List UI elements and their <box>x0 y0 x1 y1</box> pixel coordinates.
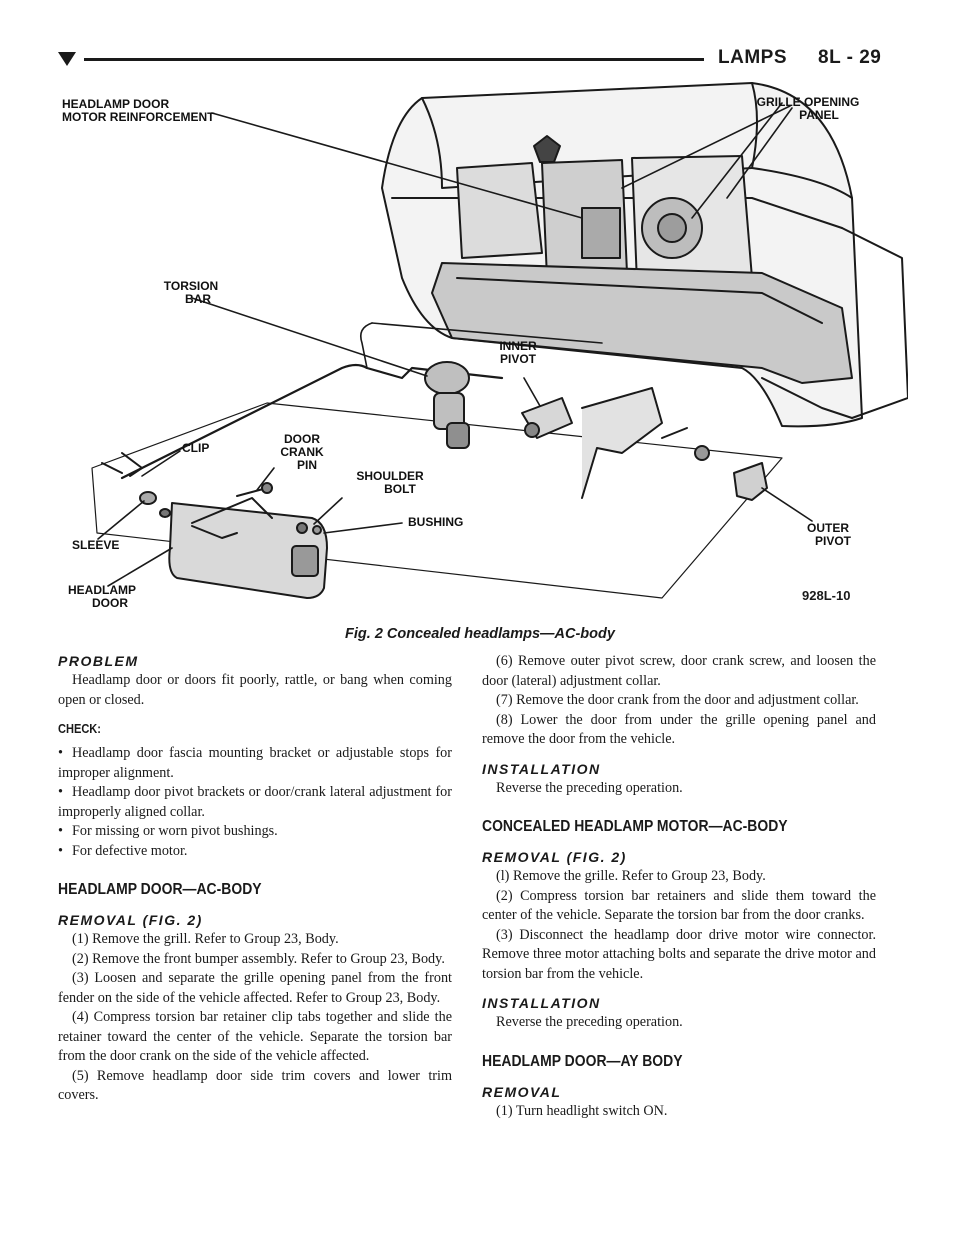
installation-heading: INSTALLATION <box>482 760 601 777</box>
bullet-text: For defective motor. <box>72 842 188 859</box>
installation-text-2: Reverse the preceding operation. <box>496 1014 683 1030</box>
step: (3) Loosen and separate the grille openi… <box>58 970 452 1006</box>
label-bushing: BUSHING <box>408 515 464 529</box>
step: (l) Remove the grille. Refer to Group 23… <box>496 868 766 884</box>
problem-text: Headlamp door or doors fit poorly, rattl… <box>58 672 452 708</box>
label-line: PIVOT <box>814 534 851 548</box>
headlamp-assembly-illustration <box>91 82 908 599</box>
motor-removal-heading: REMOVAL (FIG. 2) <box>482 849 627 865</box>
page-number: 8L - 29 <box>818 47 882 68</box>
list-item: • For defective motor. <box>58 842 452 862</box>
step: (7) Remove the door crank from the door … <box>496 692 859 708</box>
step: (4) Compress torsion bar retainer clip t… <box>58 1009 452 1064</box>
figure-concealed-headlamps: HEADLAMP DOOR MOTOR REINFORCEMENT GRILLE… <box>62 78 908 624</box>
label-door-crank-pin: DOOR CRANK PIN <box>272 433 332 472</box>
left-column: PROBLEM Headlamp door or doors fit poorl… <box>58 652 452 1106</box>
figure-code: 928L-10 <box>802 588 851 603</box>
section-heading-headlamp-door-ay: HEADLAMP DOOR—AY BODY <box>482 1052 683 1070</box>
label-line: GRILLE OPENING <box>756 95 860 109</box>
label-line: PANEL <box>799 108 839 122</box>
step: (1) Turn headlight switch ON. <box>496 1102 668 1119</box>
label-inner-pivot: INNER PIVOT <box>490 340 546 366</box>
removal-heading: REMOVAL (FIG. 2) <box>58 912 203 928</box>
label-line: CRANK <box>280 445 324 459</box>
page-header: LAMPS 8L - 29 <box>58 46 890 74</box>
problem-heading: PROBLEM <box>58 653 139 669</box>
label-line: MOTOR REINFORCEMENT <box>62 110 215 124</box>
bullet-icon: • <box>58 745 63 761</box>
section-heading-headlamp-door-ac: HEADLAMP DOOR—AC-BODY <box>58 881 262 898</box>
section-heading-motor-ac: CONCEALED HEADLAMP MOTOR—AC-BODY <box>482 818 788 835</box>
right-column: (6) Remove outer pivot screw, door crank… <box>482 652 876 1121</box>
step: (5) Remove headlamp door side trim cover… <box>58 1067 452 1104</box>
bullet-text: Headlamp door fascia mounting bracket or… <box>58 745 452 781</box>
label-line: PIN <box>296 458 317 472</box>
bullet-icon: • <box>58 842 63 859</box>
label-line: DOOR <box>284 432 320 446</box>
step: (8) Lower the door from under the grille… <box>482 711 876 748</box>
triangle-marker-icon <box>58 52 76 66</box>
label-line: PIVOT <box>499 352 536 366</box>
list-item: •Headlamp door pivot brackets or door/cr… <box>58 783 452 822</box>
label-outer-pivot: OUTER PIVOT <box>798 522 858 548</box>
label-line: HEADLAMP <box>68 583 136 597</box>
label-line: INNER <box>499 339 537 353</box>
label-shoulder-bolt: SHOULDER BOLT <box>348 470 432 496</box>
step: (1) Remove the grill. Refer to Group 23,… <box>72 931 339 947</box>
label-line: DOOR <box>92 596 128 610</box>
step: (2) Remove the front bumper assembly. Re… <box>72 950 445 967</box>
label-torsion-bar: TORSION BAR <box>156 280 226 306</box>
list-item: • For missing or worn pivot bushings. <box>58 822 452 842</box>
step: (3) Disconnect the headlamp door drive m… <box>482 926 876 982</box>
label-line: SHOULDER <box>356 469 424 483</box>
label-grille-opening-panel: GRILLE OPENING PANEL <box>748 96 868 122</box>
label-motor-reinforcement: HEADLAMP DOOR MOTOR REINFORCEMENT <box>62 98 214 124</box>
label-clip: CLIP <box>182 441 210 455</box>
label-line: OUTER <box>807 521 849 535</box>
bullet-icon: • <box>58 784 63 800</box>
label-line: HEADLAMP DOOR <box>62 97 170 111</box>
bullet-icon: • <box>58 823 63 839</box>
label-sleeve: SLEEVE <box>72 538 120 552</box>
list-item: •Headlamp door fascia mounting bracket o… <box>58 744 452 783</box>
ay-removal-heading: REMOVAL <box>482 1083 562 1100</box>
installation-heading-2: INSTALLATION <box>482 995 601 1011</box>
step: (2) Compress torsion bar retainers and s… <box>482 887 876 924</box>
section-title: LAMPS <box>718 47 787 68</box>
label-headlamp-door: HEADLAMP DOOR <box>62 584 142 610</box>
step: (6) Remove outer pivot screw, door crank… <box>482 653 876 689</box>
figure-caption: Fig. 2 Concealed headlamps—AC-body <box>345 626 615 642</box>
bullet-text: Headlamp door pivot brackets or door/cra… <box>58 784 452 820</box>
bullet-text: For missing or worn pivot bushings. <box>72 823 278 839</box>
label-line: BOLT <box>384 482 416 496</box>
check-heading: CHECK: <box>58 721 101 736</box>
label-line: TORSION <box>163 279 219 293</box>
installation-text: Reverse the preceding operation. <box>496 779 683 796</box>
label-line: BAR <box>185 292 211 306</box>
header-rule <box>84 58 704 61</box>
